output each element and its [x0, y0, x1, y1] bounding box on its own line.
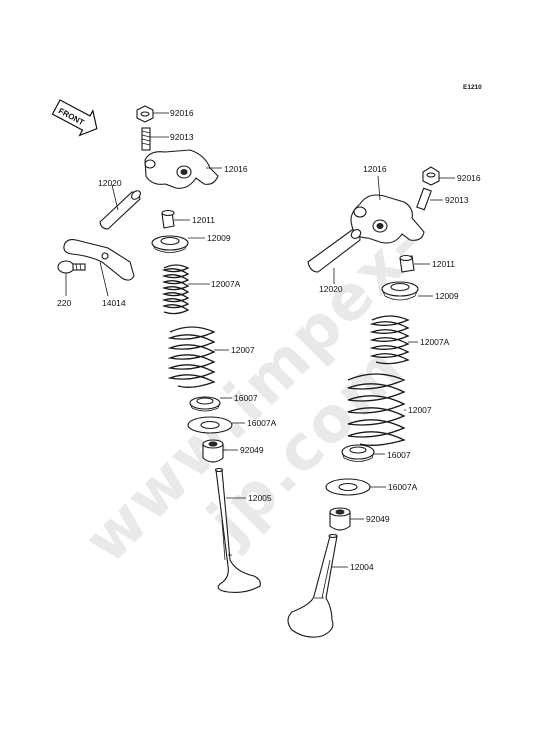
label-12020-left: 12020 — [98, 178, 122, 188]
label-12007A-left: 12007A — [211, 279, 241, 289]
diagram-code: E1210 — [463, 84, 482, 91]
rocker-shaft-12020-right — [307, 229, 362, 273]
label-220: 220 — [57, 298, 72, 308]
retainer-12009-left — [151, 235, 189, 253]
label-16007A-right: 16007A — [388, 482, 418, 492]
label-12004: 12004 — [350, 562, 374, 572]
retainer-12009-right — [381, 281, 419, 301]
label-16007-right: 16007 — [387, 450, 411, 460]
valve-12004 — [287, 533, 338, 638]
spring-seat-16007-left — [189, 396, 221, 412]
label-12011-left: 12011 — [192, 215, 216, 225]
label-16007-left: 16007 — [234, 393, 258, 403]
outer-spring-12007-right — [347, 373, 406, 446]
oil-seal-92049-left — [202, 439, 224, 463]
label-12016-left: 12016 — [224, 164, 248, 174]
nut-92016-left — [136, 105, 154, 123]
spring-seat-16007-right — [341, 444, 375, 462]
label-12016-right: 12016 — [363, 164, 387, 174]
label-92013-left: 92013 — [170, 132, 194, 142]
label-12007A-right: 12007A — [420, 337, 450, 347]
bracket-14014 — [63, 239, 135, 281]
adjust-screw-92013-right — [416, 187, 432, 211]
front-arrow-icon: FRONT — [51, 99, 98, 137]
outer-spring-12007-left — [167, 326, 216, 388]
rocker-shaft-12020-left — [99, 190, 141, 230]
label-92049-left: 92049 — [240, 445, 264, 455]
rocker-arm-12016-left — [144, 149, 219, 189]
washer-16007A-left — [187, 416, 233, 434]
label-92016-right: 92016 — [457, 173, 481, 183]
inner-spring-12007A-left — [161, 264, 190, 315]
label-12009-left: 12009 — [207, 233, 231, 243]
label-92016-left: 92016 — [170, 108, 194, 118]
label-14014: 14014 — [102, 298, 126, 308]
adjust-screw-92013-left — [141, 127, 151, 151]
label-12011-right: 12011 — [432, 259, 456, 269]
nut-92016-right — [422, 166, 440, 186]
washer-16007A-right — [325, 478, 371, 496]
label-92013-right: 92013 — [445, 195, 469, 205]
label-12009-right: 12009 — [435, 291, 459, 301]
inner-spring-12007A-right — [369, 315, 410, 365]
label-12007-left: 12007 — [231, 345, 255, 355]
cotter-12011-left — [161, 209, 175, 229]
oil-seal-92049-right — [329, 507, 351, 531]
cotter-12011-right — [399, 254, 415, 273]
label-92049-right: 92049 — [366, 514, 390, 524]
leader-lines — [65, 112, 455, 568]
label-12005: 12005 — [248, 493, 272, 503]
bolt-220 — [57, 260, 86, 274]
rocker-arm-12016-right — [350, 194, 425, 244]
label-12007-right: 12007 — [408, 405, 432, 415]
label-12020-right: 12020 — [319, 284, 343, 294]
label-16007A-left: 16007A — [247, 418, 277, 428]
valve-12005 — [214, 467, 261, 593]
